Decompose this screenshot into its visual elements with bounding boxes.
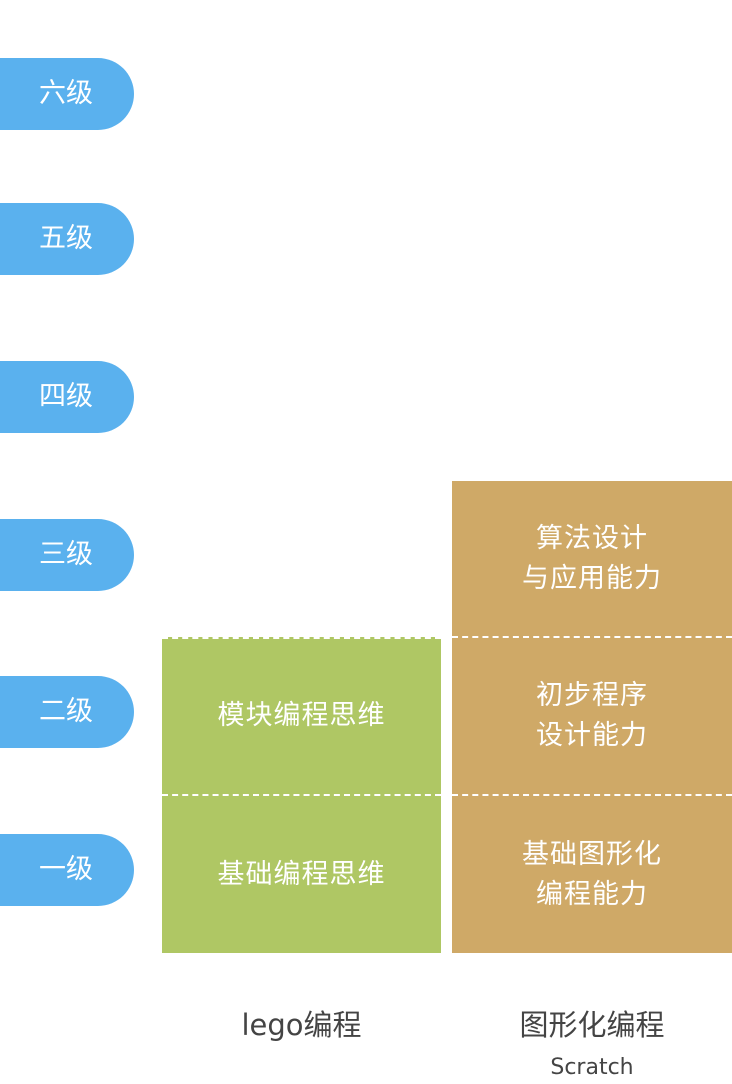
scratch-column-subtitle: Scratch [550,1055,634,1080]
level-3-pill: 三级 [0,519,134,591]
level-4-pill: 四级 [0,361,134,433]
scratch-cell-line: 编程能力 [536,878,648,910]
lego-cell-label: 模块编程思维 [217,699,386,731]
level-2-pill: 二级 [0,676,134,748]
level-1-pill: 一级 [0,834,134,906]
scratch-column: 算法设计 与应用能力 初步程序 设计能力 基础图形化 编程能力 [452,481,732,953]
scratch-cell-level-1: 基础图形化 编程能力 [452,796,732,953]
lego-column-title: lego编程 [241,1008,362,1042]
lego-top-divider [162,637,441,639]
lego-cell-label: 基础编程思维 [217,858,386,890]
scratch-column-title: 图形化编程 [519,1008,665,1042]
scratch-cell-line: 算法设计 [536,522,648,554]
scratch-cell-level-2: 初步程序 设计能力 [452,638,732,794]
scratch-cell-line: 初步程序 [536,680,648,711]
lego-column: 模块编程思维 基础编程思维 [162,637,441,953]
scratch-cell-line: 基础图形化 [522,838,662,870]
level-5-pill: 五级 [0,203,134,275]
lego-mid-divider [162,794,441,796]
lego-cell-level-1: 基础编程思维 [162,796,441,953]
scratch-cell-level-3: 算法设计 与应用能力 [452,481,732,636]
scratch-divider-upper [452,636,732,638]
scratch-cell-line: 与应用能力 [522,562,662,594]
lego-cell-level-2: 模块编程思维 [162,637,441,794]
level-6-pill: 六级 [0,58,134,130]
scratch-cell-line: 设计能力 [536,720,648,751]
scratch-divider-lower [452,794,732,796]
